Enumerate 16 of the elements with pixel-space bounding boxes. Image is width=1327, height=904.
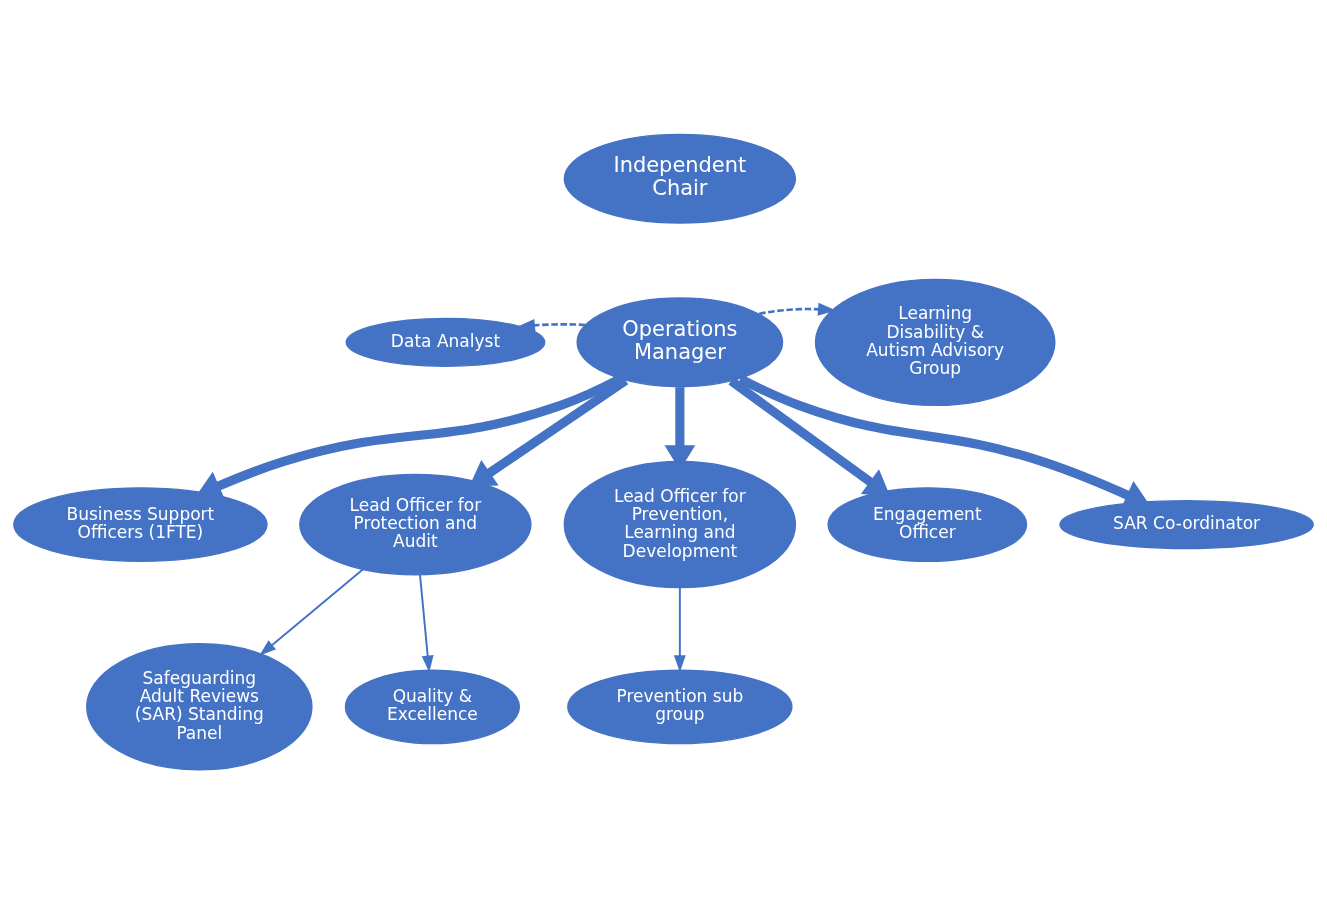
node-ellipse: Operations Manager	[576, 297, 784, 388]
arrow	[419, 574, 434, 673]
arrow	[259, 568, 365, 656]
node-ellipse: Lead Officer for Prevention, Learning and Development	[563, 460, 797, 589]
node-ellipse: Quality & Excellence	[344, 669, 521, 745]
node-ellipse: Prevention sub group	[567, 669, 793, 745]
arrow	[728, 377, 891, 497]
arrow	[673, 586, 686, 673]
node-ellipse: Engagement Officer	[827, 487, 1028, 562]
node-ellipse: Safeguarding Adult Reviews (SAR) Standing Panel	[86, 643, 313, 771]
node-ellipse: Business Support Officers (1FTE)	[13, 487, 268, 562]
node-ellipse: Independent Chair	[563, 133, 797, 224]
arrow	[516, 318, 586, 332]
arrow	[469, 376, 629, 487]
node-ellipse: Lead Officer for Protection and Audit	[299, 473, 532, 576]
node-ellipse: SAR Co-ordinator	[1059, 500, 1314, 550]
